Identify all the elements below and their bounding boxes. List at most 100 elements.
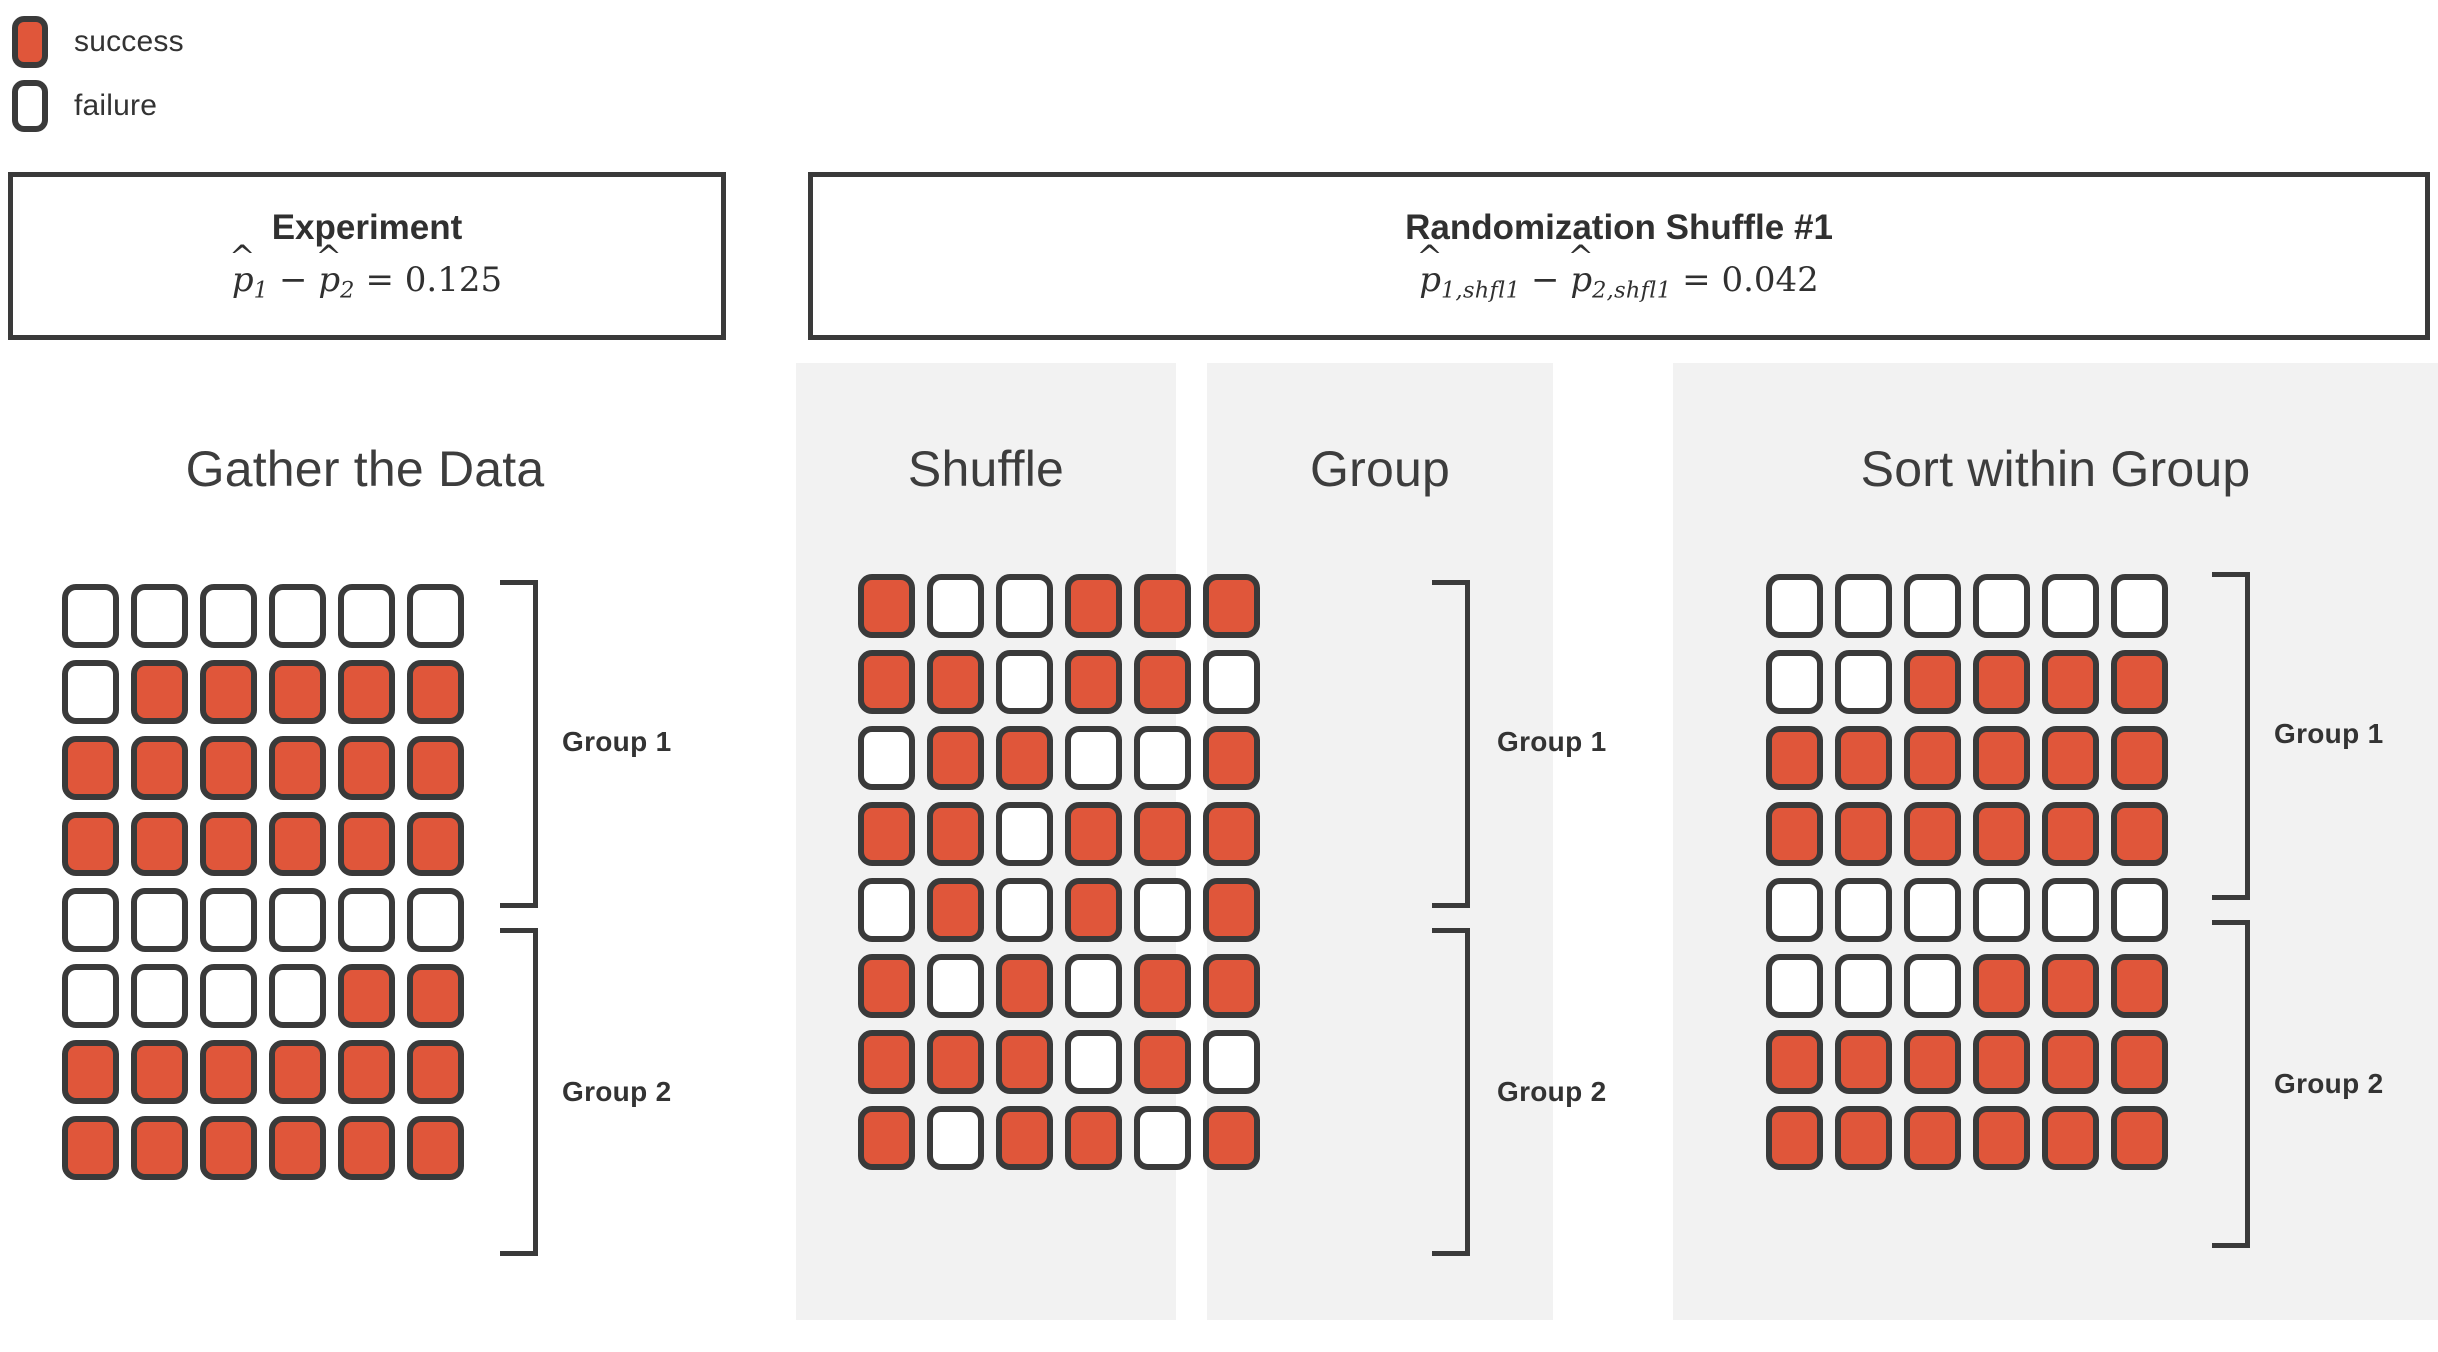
cell-success [1835, 726, 1892, 790]
filled-square-icon [12, 16, 48, 68]
p-hat-1-shfl: ^p [1416, 239, 1443, 300]
legend: success failure [12, 10, 184, 138]
cell-failure [407, 584, 464, 648]
cell-success [200, 736, 257, 800]
cell-success [407, 964, 464, 1028]
bracket-label-sort-group2: Group 2 [2274, 1068, 2384, 1099]
hat-accent-icon: ^ [1416, 239, 1443, 276]
legend-label-failure: failure [74, 89, 158, 122]
cell-failure [200, 964, 257, 1028]
cell-success [200, 660, 257, 724]
cell-success [62, 736, 119, 800]
experiment-operator: − [279, 259, 308, 300]
cell-failure [996, 650, 1053, 714]
cell-failure [269, 584, 326, 648]
legend-item-success: success [12, 10, 184, 74]
cell-success [1835, 1106, 1892, 1170]
cell-failure [1973, 878, 2030, 942]
experiment-value: 0.125 [404, 259, 503, 300]
cell-failure [996, 878, 1053, 942]
cell-failure [1904, 954, 1961, 1018]
cell-failure [1904, 878, 1961, 942]
cell-failure [1835, 574, 1892, 638]
cell-success [1134, 1030, 1191, 1094]
cell-success [407, 660, 464, 724]
cell-success [269, 1116, 326, 1180]
cell-success [1134, 802, 1191, 866]
cell-success [996, 726, 1053, 790]
grid-row [852, 948, 1266, 1024]
cell-success [996, 1030, 1053, 1094]
cell-success [131, 736, 188, 800]
cell-failure [1766, 878, 1823, 942]
grid-row [852, 720, 1266, 796]
grid-row [1760, 948, 2174, 1024]
cell-success [131, 1040, 188, 1104]
grid-sort-within-group [1760, 568, 2174, 1176]
hat-accent-icon: ^ [229, 239, 256, 276]
cell-success [338, 1040, 395, 1104]
cell-success [1203, 574, 1260, 638]
grid-row [56, 958, 470, 1034]
grid-row [56, 1034, 470, 1110]
experiment-title: Experiment [271, 208, 463, 248]
cell-failure [1065, 954, 1122, 1018]
cell-success [131, 1116, 188, 1180]
cell-success [1766, 1106, 1823, 1170]
cell-success [1134, 650, 1191, 714]
shuffle-header-box: Randomization Shuffle #1 ^p1,shfl1 − ^p2… [808, 172, 2430, 340]
p-hat-1-subscript: 1 [253, 277, 269, 304]
cell-success [1065, 802, 1122, 866]
cell-success [927, 726, 984, 790]
cell-failure [269, 888, 326, 952]
grid-row [56, 806, 470, 882]
bracket-sort-group1 [2212, 572, 2250, 900]
cell-success [1203, 878, 1260, 942]
cell-failure [1835, 954, 1892, 1018]
cell-failure [2042, 878, 2099, 942]
cell-success [407, 736, 464, 800]
section-title-gather: Gather the Data [185, 441, 545, 497]
cell-failure [927, 954, 984, 1018]
bracket-group-panel-group1 [1432, 580, 1470, 908]
grid-row [56, 578, 470, 654]
cell-success [1973, 802, 2030, 866]
cell-success [927, 1030, 984, 1094]
cell-failure [131, 964, 188, 1028]
cell-success [2111, 802, 2168, 866]
cell-failure [200, 584, 257, 648]
cell-failure [1065, 726, 1122, 790]
bracket-label-group-panel-group2: Group 2 [1497, 1076, 1607, 1107]
cell-success [200, 1116, 257, 1180]
p-hat-1-shfl-subscript: 1,shfl1 [1440, 277, 1521, 304]
shuffle-title: Randomization Shuffle #1 [1405, 208, 1833, 248]
grid-row [852, 872, 1266, 948]
cell-success [996, 954, 1053, 1018]
cell-success [200, 812, 257, 876]
cell-success [269, 660, 326, 724]
cell-success [1766, 802, 1823, 866]
cell-success [131, 812, 188, 876]
cell-failure [62, 660, 119, 724]
cell-success [2111, 1030, 2168, 1094]
cell-success [1973, 726, 2030, 790]
experiment-equals: = [365, 259, 394, 300]
cell-success [200, 1040, 257, 1104]
cell-success [1835, 1030, 1892, 1094]
cell-success [1134, 954, 1191, 1018]
cell-failure [1203, 1030, 1260, 1094]
legend-item-failure: failure [12, 74, 184, 138]
grid-row [56, 654, 470, 730]
cell-failure [338, 584, 395, 648]
cell-success [1904, 726, 1961, 790]
cell-failure [2111, 878, 2168, 942]
bracket-sort-group2 [2212, 920, 2250, 1248]
cell-success [927, 802, 984, 866]
cell-success [1904, 650, 1961, 714]
cell-failure [131, 888, 188, 952]
bracket-experiment-group1 [500, 580, 538, 908]
cell-success [927, 878, 984, 942]
cell-success [858, 574, 915, 638]
grid-row [852, 1024, 1266, 1100]
cell-failure [2111, 574, 2168, 638]
